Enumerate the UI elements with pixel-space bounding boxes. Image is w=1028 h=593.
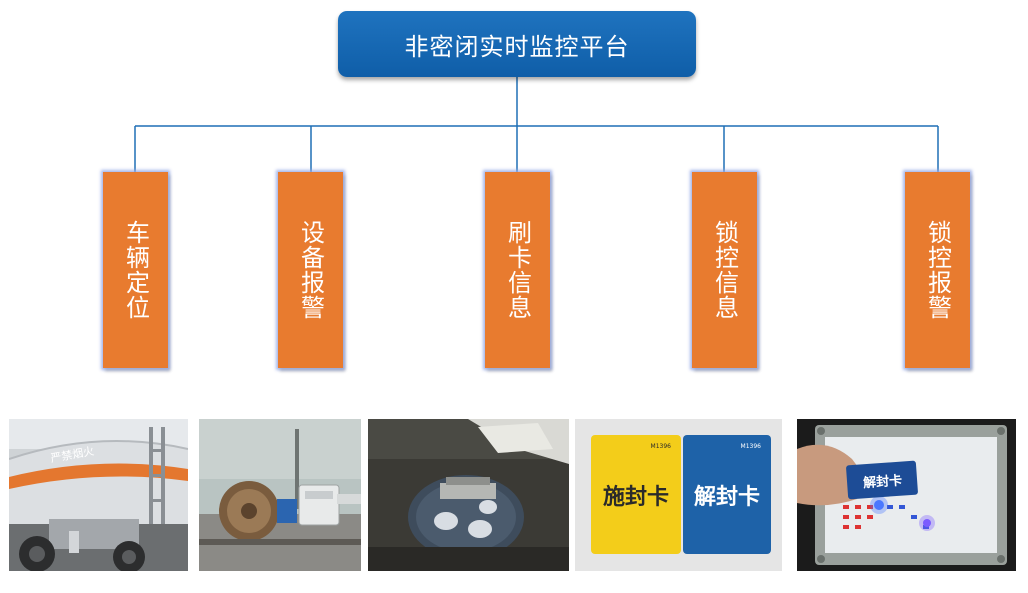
unseal-card-label: 解封卡 [693, 484, 760, 510]
card-code: M1396 [650, 443, 671, 450]
seal-card: M1396 施封卡 [591, 435, 681, 554]
root-node: 非密闭实时监控平台 [338, 11, 696, 77]
node-label: 锁控信息 [710, 220, 739, 320]
node-lock-control-info: 锁控信息 [692, 172, 757, 368]
unseal-card: M1396 解封卡 [683, 435, 771, 554]
root-node-label: 非密闭实时监控平台 [404, 32, 630, 61]
photo-tanker-truck: 严禁烟火 [9, 419, 188, 571]
node-lock-control-alarm: 锁控报警 [905, 172, 970, 368]
node-card-swipe-info: 刷卡信息 [485, 172, 550, 368]
node-label: 刷卡信息 [503, 220, 532, 320]
node-device-alarm: 设备报警 [278, 172, 343, 368]
hand-card-label: 解封卡 [862, 473, 903, 492]
node-vehicle-location: 车辆定位 [103, 172, 168, 368]
photo-tank-valve-lock [199, 419, 361, 571]
photo-control-box: 解封卡 [797, 419, 1016, 571]
node-label: 锁控报警 [923, 220, 952, 320]
photo-seal-cards: M1396 施封卡 M1396 解封卡 [575, 419, 782, 571]
node-label: 设备报警 [296, 220, 325, 320]
seal-card-label: 施封卡 [602, 484, 669, 510]
card-code: M1396 [740, 443, 761, 450]
photo-manhole-lid [368, 419, 569, 571]
node-label: 车辆定位 [121, 220, 150, 320]
